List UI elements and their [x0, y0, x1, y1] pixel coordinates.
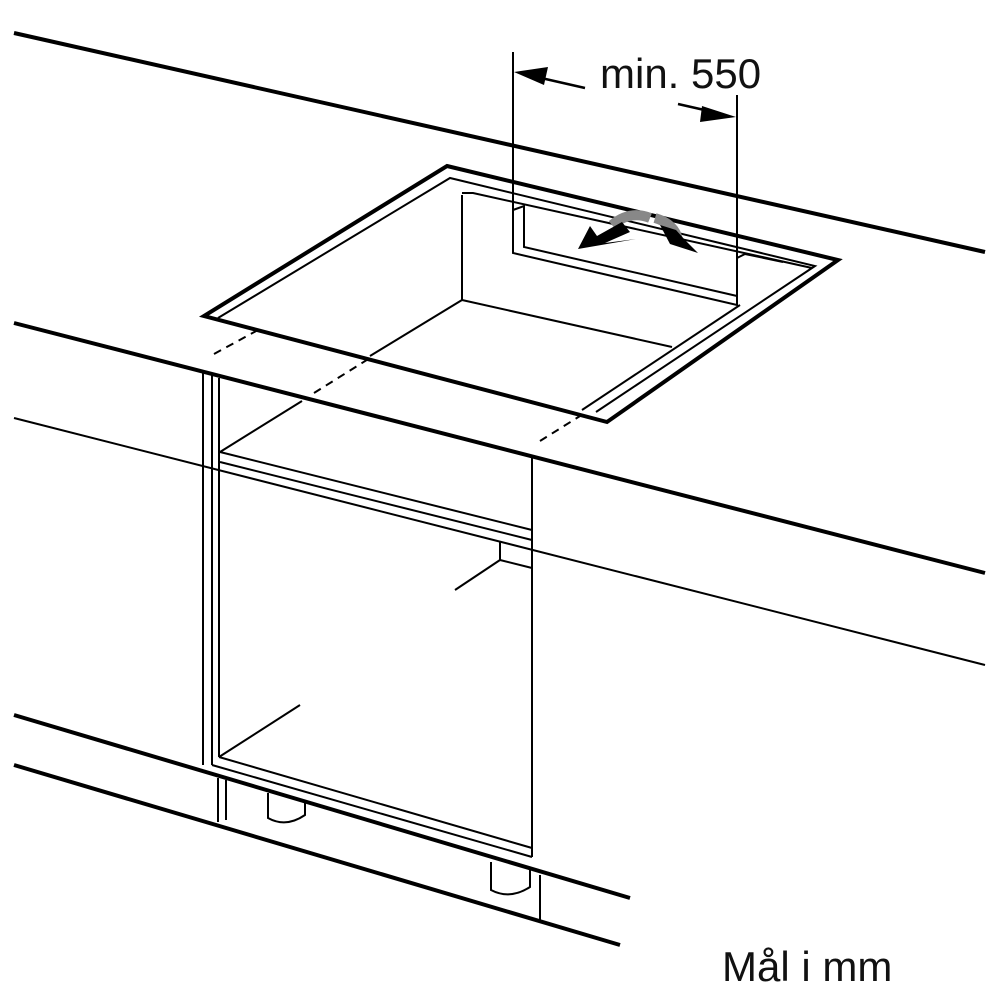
cabinet-foot-left	[267, 793, 306, 824]
plinth-top	[13, 713, 631, 900]
worktop-underside	[13, 417, 986, 666]
worktop-back-edge	[13, 31, 986, 254]
cutout-inner-rim	[217, 176, 818, 413]
plinth-bottom	[13, 763, 621, 947]
unit-note: Mål i mm	[722, 943, 893, 990]
dimension-arrow-right-icon	[700, 106, 736, 122]
worktop-front-edge	[13, 321, 986, 575]
dimension-label: min. 550	[600, 50, 762, 97]
vent-slot	[512, 210, 738, 307]
cutout-outer	[198, 163, 843, 425]
cabinet-foot-right	[490, 862, 531, 896]
dimension-arrow-left-icon	[514, 67, 548, 85]
airflow-arrow-in-icon	[660, 225, 698, 253]
airflow-arrow-out-icon	[578, 222, 636, 249]
